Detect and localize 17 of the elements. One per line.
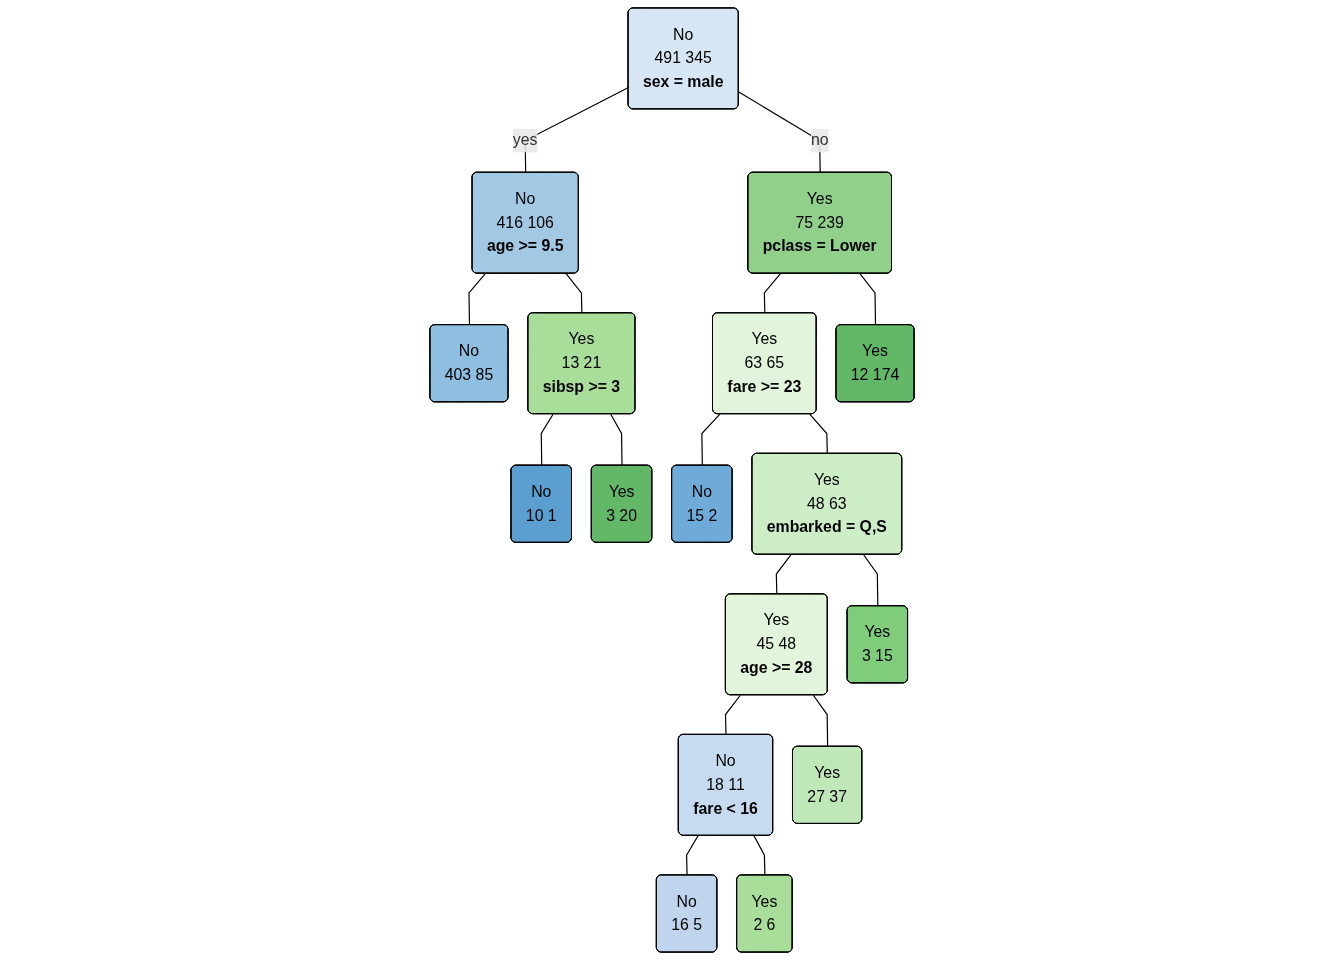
edge-label: yes <box>512 131 538 149</box>
connector <box>540 413 554 467</box>
connector <box>859 273 877 326</box>
edge-label: no <box>810 131 829 149</box>
connector <box>763 273 782 314</box>
connector <box>775 554 792 595</box>
connector <box>468 273 486 326</box>
connector <box>565 273 583 314</box>
connector <box>863 554 879 607</box>
connector <box>686 835 699 876</box>
connector <box>809 413 828 455</box>
connector <box>701 413 721 467</box>
connector <box>738 91 821 174</box>
connector <box>812 694 829 748</box>
connector <box>724 694 741 736</box>
connector <box>610 413 623 467</box>
connector <box>753 835 766 876</box>
